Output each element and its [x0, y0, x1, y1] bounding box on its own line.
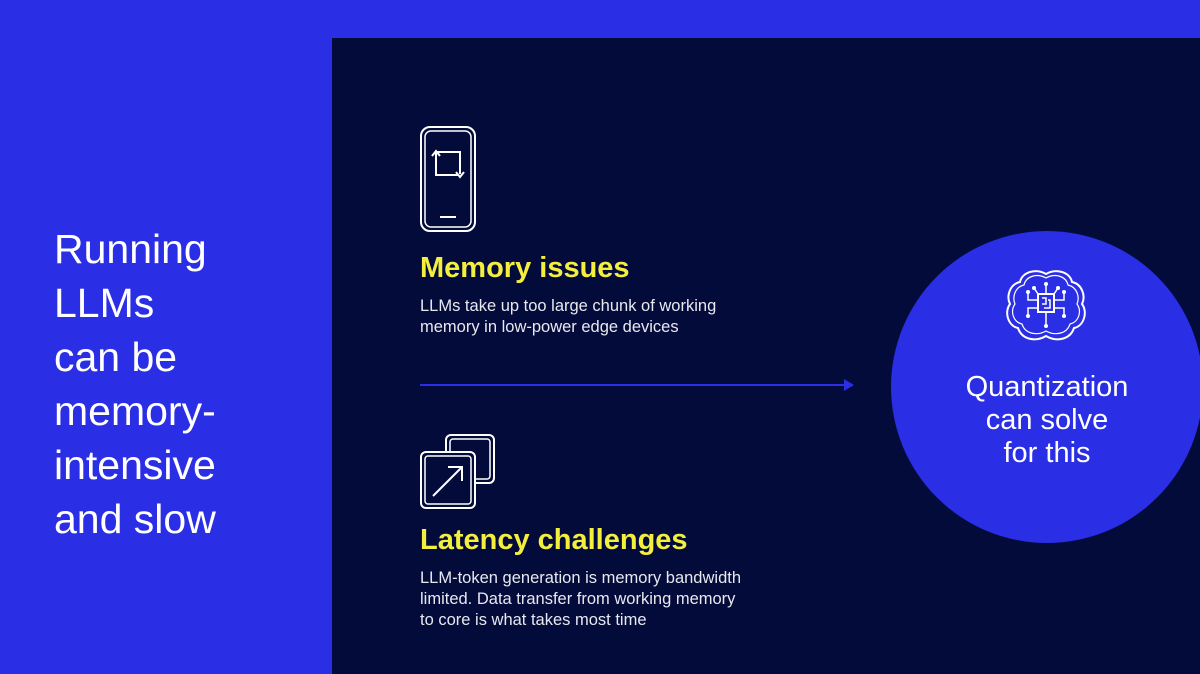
desc-line: memory in low-power edge devices — [420, 318, 679, 336]
solution-line: Quantization — [965, 371, 1129, 403]
content-panel: Memory issues LLMs take up too large chu… — [332, 38, 1200, 674]
phone-sync-icon — [420, 126, 476, 232]
desc-line: LLM-token generation is memory bandwidth — [420, 569, 742, 587]
headline-line: and slow — [54, 496, 216, 542]
headline-line: can be — [54, 334, 178, 380]
desc-line: limited. Data transfer from working memo… — [420, 590, 736, 608]
headline-line: Running — [54, 226, 207, 272]
brain-chip-icon — [1006, 270, 1086, 341]
arrow-connector — [420, 379, 854, 391]
latency-expand-icon — [420, 434, 495, 509]
solution-line: for this — [1003, 437, 1091, 469]
solution-text: Quantization can solve for this — [891, 371, 1200, 470]
headline-line: memory- — [54, 388, 216, 434]
latency-challenges-title: Latency challenges — [420, 524, 688, 556]
slide-headline: Running LLMs can be memory- intensive an… — [54, 222, 216, 546]
headline-line: intensive — [54, 442, 216, 488]
solution-circle: Quantization can solve for this — [891, 231, 1200, 543]
desc-line: to core is what takes most time — [420, 611, 647, 629]
memory-issues-description: LLMs take up too large chunk of working … — [420, 296, 716, 338]
latency-challenges-description: LLM-token generation is memory bandwidth… — [420, 568, 741, 631]
desc-line: LLMs take up too large chunk of working — [420, 297, 717, 315]
memory-issues-title: Memory issues — [420, 252, 630, 284]
headline-line: LLMs — [54, 280, 155, 326]
solution-line: can solve — [985, 404, 1109, 436]
